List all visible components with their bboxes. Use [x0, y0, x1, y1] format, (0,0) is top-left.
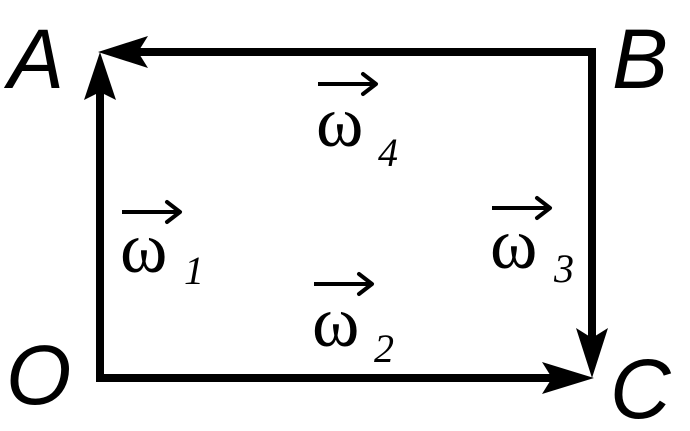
arrowhead-at-c-vertical	[576, 328, 608, 378]
vector-label-omega-1: ω 1	[120, 200, 204, 293]
arrowhead-near-a	[98, 36, 148, 68]
omega-symbol-1: ω	[120, 208, 167, 288]
vector-bar-head-1	[165, 200, 182, 224]
point-label-b: B	[612, 12, 668, 106]
vector-label-omega-3: ω 3	[490, 196, 574, 291]
vector-bar-head-3	[535, 196, 552, 220]
arrowhead-at-a	[84, 52, 116, 100]
vector-bar-head-2	[357, 272, 374, 296]
omega-subscript-2: 2	[374, 326, 394, 371]
vector-label-omega-4: ω 4	[316, 72, 398, 175]
omega-subscript-3: 3	[553, 246, 574, 291]
point-label-o: O	[6, 328, 71, 422]
vector-label-omega-2: ω 2	[312, 272, 394, 371]
omega-symbol-3: ω	[490, 204, 537, 284]
point-label-a: A	[3, 12, 64, 106]
omega-subscript-4: 4	[378, 130, 398, 175]
vector-bar-head-4	[361, 72, 378, 96]
omega-symbol-2: ω	[312, 282, 359, 362]
point-label-c: C	[610, 342, 672, 431]
omega-subscript-1: 1	[184, 248, 204, 293]
omega-symbol-4: ω	[316, 82, 363, 162]
arrowhead-at-c-horizontal	[542, 362, 594, 394]
